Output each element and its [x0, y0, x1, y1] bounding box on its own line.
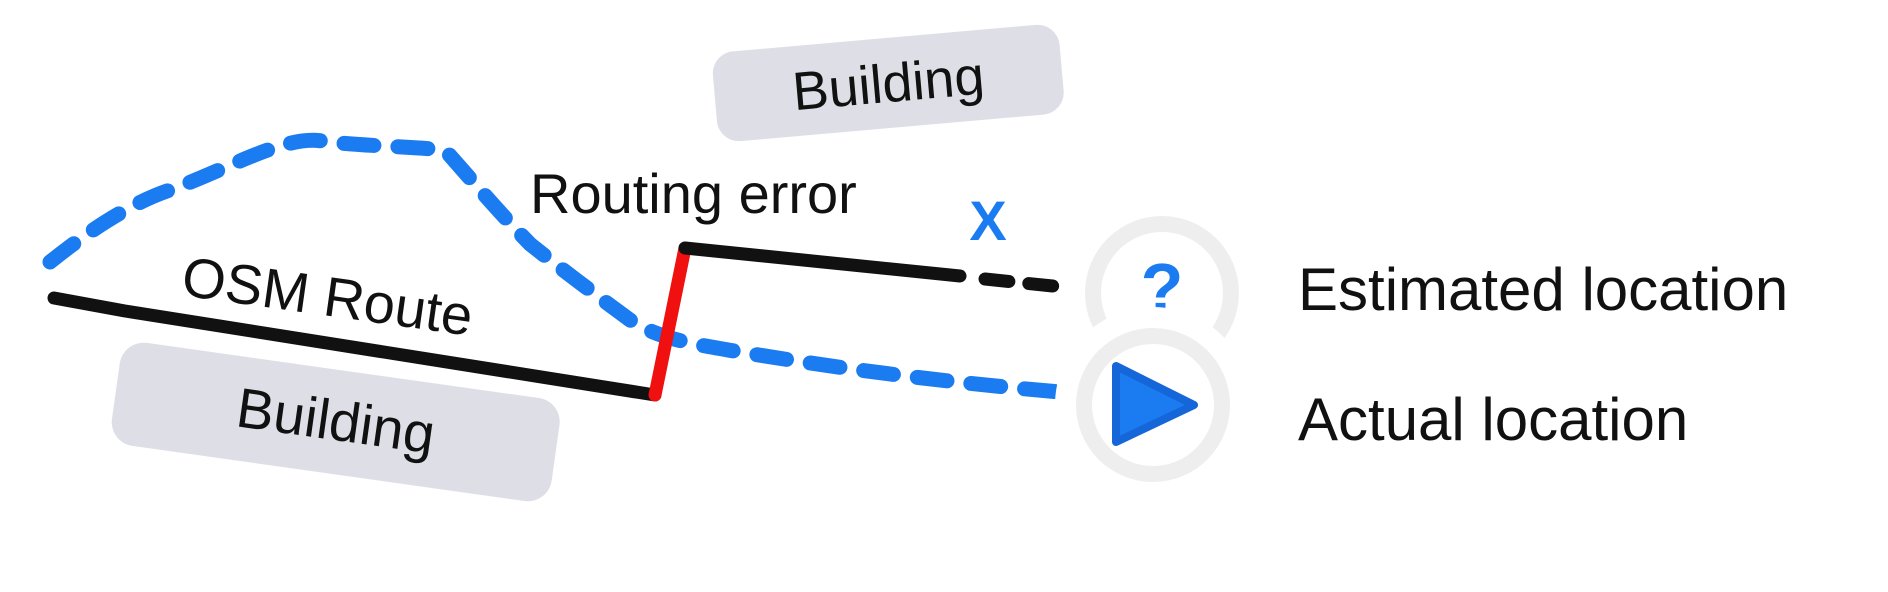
routing-error-line	[648, 241, 692, 402]
actual-location-label: Actual location	[1298, 386, 1688, 453]
building-top-shape	[712, 24, 1064, 142]
building-bottom: Building	[111, 342, 560, 502]
estimated-location-label: Estimated location	[1298, 256, 1788, 323]
play-triangle-icon	[1112, 362, 1198, 446]
x-mark-label: X	[969, 189, 1006, 252]
osm-route-line	[47, 291, 662, 402]
erroneous-route-dashed	[978, 272, 1069, 294]
routing-error-label: Routing error	[530, 162, 857, 225]
actual-path-line	[42, 132, 1068, 400]
building-bottom-shape	[111, 342, 560, 502]
actual-location-marker	[1055, 307, 1251, 503]
erroneous-route-line	[678, 241, 967, 283]
building-top: Building	[712, 24, 1064, 142]
